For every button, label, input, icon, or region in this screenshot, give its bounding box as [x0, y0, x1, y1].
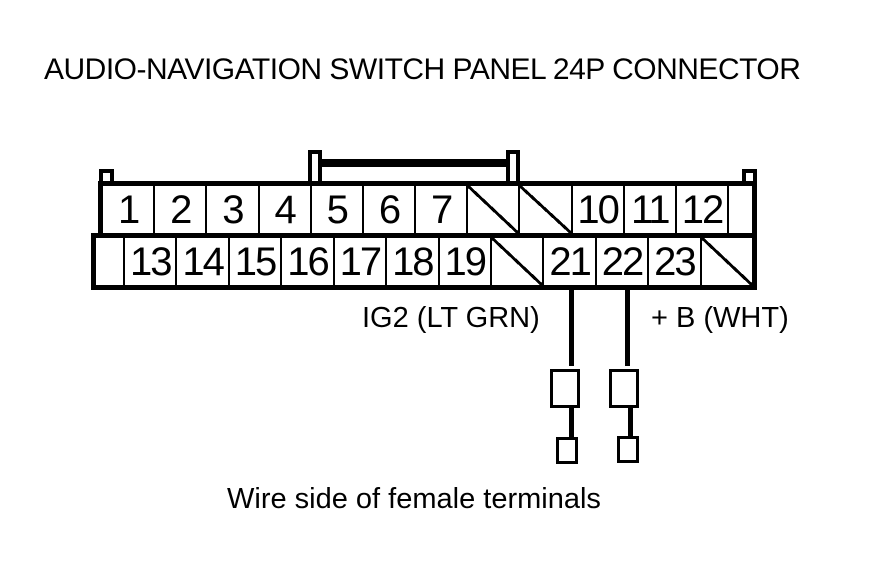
pin-cell-22: 22	[594, 238, 647, 285]
diagram-caption: Wire side of female terminals	[227, 483, 601, 515]
blocked-cell-8	[466, 186, 519, 233]
pin-row-bottom: 13 14 15 16 17 18 19 21 22 23	[91, 233, 757, 290]
connector-corner-tab-left	[99, 169, 114, 182]
pin-row-top: 1 2 3 4 5 6 7 10 11 12	[98, 181, 757, 233]
connector-latch-bar	[318, 159, 510, 167]
housing-filler-cell-bottom-left	[96, 238, 123, 285]
diagram-title: AUDIO-NAVIGATION SWITCH PANEL 24P CONNEC…	[44, 53, 801, 86]
terminal-tip-pin21	[556, 437, 578, 464]
wire-lead-pin21	[569, 289, 574, 366]
pin-cell-14: 14	[175, 238, 227, 285]
blocked-cell-24	[699, 238, 753, 285]
housing-filler-cell-top-right	[727, 186, 752, 233]
blocked-cell-9	[518, 186, 571, 233]
connector-latch-post-right	[506, 150, 520, 183]
wire-label-pin21: IG2 (LT GRN)	[362, 302, 540, 334]
pin-cell-1: 1	[117, 187, 140, 232]
wire-label-pin22: + B (WHT)	[651, 302, 789, 334]
wire-lead-pin22	[625, 289, 630, 366]
pin-cell-21: 21	[542, 238, 594, 285]
pin-cell-7: 7	[414, 186, 466, 233]
pin-cell-4: 4	[257, 186, 310, 233]
blocked-cell-20	[489, 238, 543, 285]
terminal-stem-pin21	[569, 407, 574, 438]
pin-cell-3: 3	[205, 186, 257, 233]
pin-cell-16: 16	[280, 238, 332, 285]
pin-cell-2: 2	[153, 186, 205, 233]
pin-cell-6: 6	[361, 186, 414, 233]
pin-cell-17: 17	[332, 238, 385, 285]
pin-cell-19: 19	[437, 238, 490, 285]
pin-cell-15: 15	[227, 238, 280, 285]
pin-cell-12: 12	[674, 186, 727, 233]
terminal-body-pin21	[550, 369, 580, 408]
connector-corner-tab-right	[742, 169, 757, 182]
pin-cell-13: 13	[123, 238, 175, 285]
terminal-body-pin22	[609, 369, 639, 408]
terminal-stem-pin22	[628, 406, 633, 437]
pin-cell-23: 23	[647, 238, 699, 285]
pin-cell-11: 11	[622, 186, 675, 233]
pin-cell-10: 10	[570, 186, 623, 233]
terminal-tip-pin22	[617, 436, 639, 463]
pin-cell-18: 18	[385, 238, 437, 285]
pin-cell-5: 5	[309, 186, 362, 233]
connector-latch-post-left	[308, 150, 322, 183]
